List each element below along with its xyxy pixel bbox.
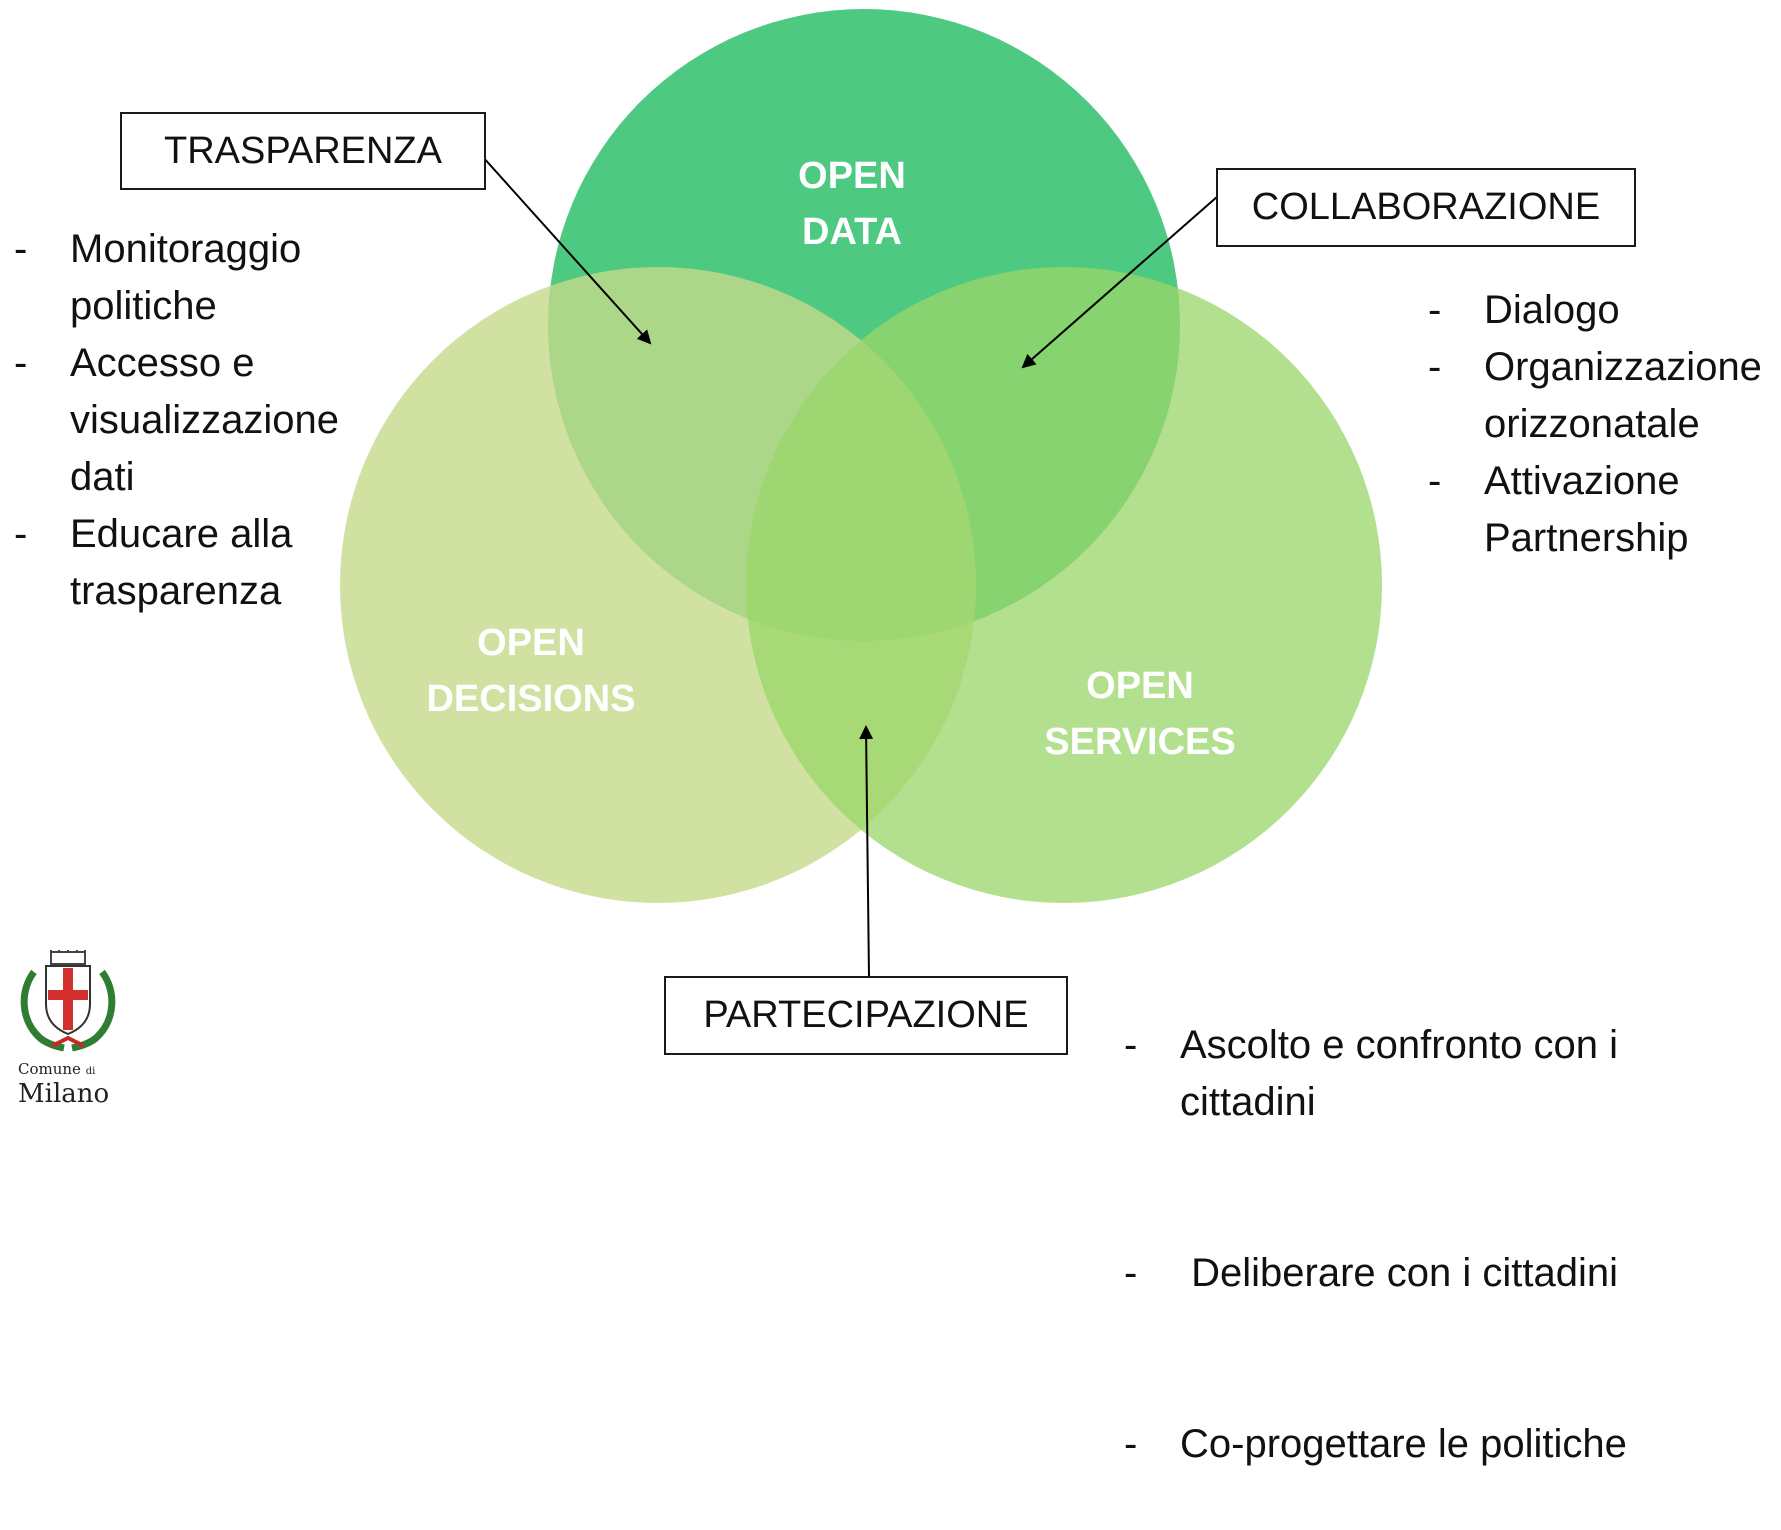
list-item: Ascolto e confronto con i cittadini (1120, 1017, 1680, 1131)
list-item: Accesso e visualizzazione dati (10, 335, 370, 506)
collaborazione-box: COLLABORAZIONE (1216, 168, 1636, 247)
open-data-label-line2: DATA (802, 211, 902, 253)
coat-of-arms-icon (20, 950, 116, 1052)
open-decisions-label-line2: DECISIONS (426, 678, 635, 720)
open-services-label-line1: OPEN (1086, 665, 1194, 707)
list-item: Educare alla trasparenza (10, 506, 370, 620)
open-data-label-line1: OPEN (798, 155, 906, 197)
collaborazione-list: Dialogo Organizzazione orizzonatale Atti… (1424, 282, 1781, 567)
list-item: Monitoraggio politiche (10, 221, 370, 335)
list-item: Attivazione Partnership (1424, 453, 1781, 567)
partecipazione-box: PARTECIPAZIONE (664, 976, 1068, 1055)
partecipazione-list: Ascolto e confronto con i cittadini Deli… (1120, 903, 1680, 1530)
list-item: Co-progettare le politiche (1120, 1416, 1680, 1473)
list-item: Organizzazione orizzonatale (1424, 339, 1781, 453)
venn-diagram: OPEN DATA OPEN DECISIONS OPEN SERVICES (340, 9, 1382, 978)
open-services-label-line2: SERVICES (1044, 721, 1235, 763)
logo-line1-small: di (85, 1066, 96, 1077)
comune-di-milano-logo: Comune di Milano (12, 950, 132, 1108)
partecipazione-arrow (859, 725, 874, 978)
open-decisions-label-line1: OPEN (477, 622, 585, 664)
list-item: Dialogo (1424, 282, 1781, 339)
logo-line2: Milano (18, 1079, 110, 1109)
trasparenza-box: TRASPARENZA (120, 112, 486, 190)
open-services-circle (746, 267, 1382, 903)
logo-line1: Comune (18, 1060, 81, 1078)
trasparenza-list: Monitoraggio politiche Accesso e visuali… (10, 221, 370, 620)
list-item: Deliberare con i cittadini (1120, 1245, 1680, 1302)
collaborazione-arrow (1021, 195, 1219, 369)
trasparenza-arrow (481, 155, 652, 345)
